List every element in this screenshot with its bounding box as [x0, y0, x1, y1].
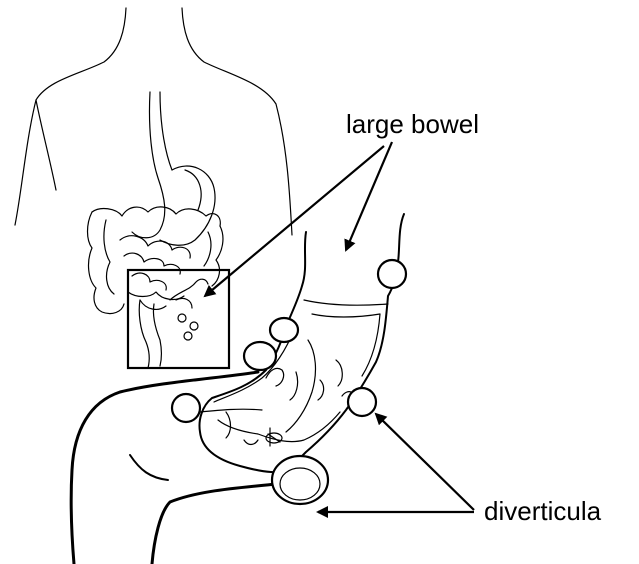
diverticulum-top-right: [378, 260, 406, 288]
diverticulum-upper-left: [270, 318, 298, 342]
diverticulum-left-lower: [172, 394, 200, 422]
diverticulum-left: [244, 342, 276, 370]
stomach: [132, 92, 215, 245]
diverticula-pouches: [172, 260, 406, 504]
large-bowel: [200, 214, 405, 480]
arrow-large-bowel-2: [205, 146, 384, 296]
label-large-bowel: large bowel: [346, 109, 479, 139]
torso-outline: [15, 8, 292, 235]
diverticulum-right: [348, 388, 376, 416]
arrow-diverticula-1: [376, 414, 474, 510]
arrows: [205, 142, 474, 512]
label-diverticula: diverticula: [484, 496, 602, 526]
